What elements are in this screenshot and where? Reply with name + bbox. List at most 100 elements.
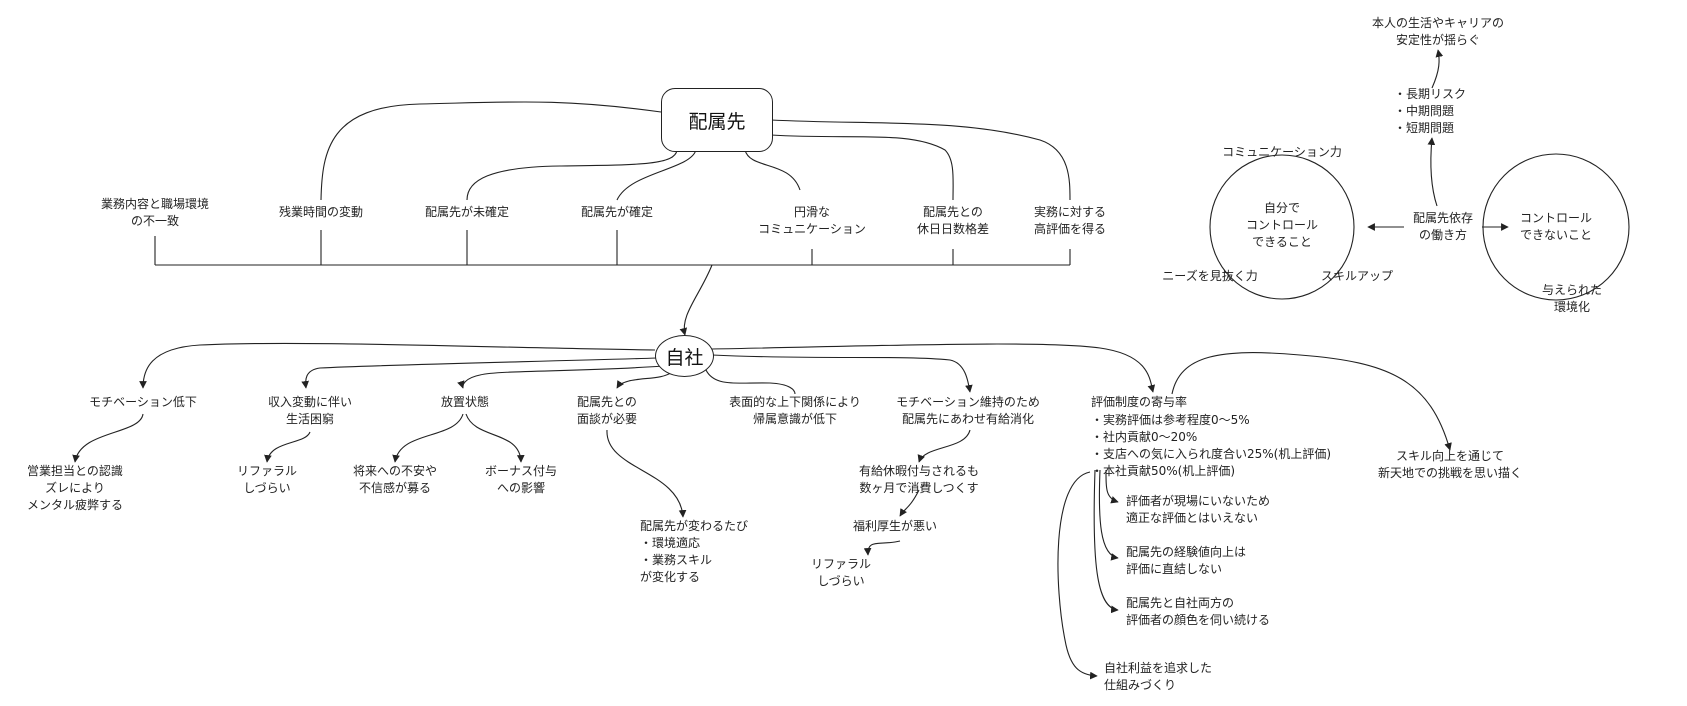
label-uncontrollable-line: コントロール [1519, 211, 1593, 225]
label-holiday-gap: 配属先との 休日日数格差 [917, 204, 989, 238]
label-neglect-line: 放置状態 [440, 395, 490, 409]
label-comm-power-line: コミュニケーション力 [1222, 145, 1342, 159]
label-decided: 配属先が確定 [581, 204, 653, 221]
node-jisha: 自社 [655, 335, 714, 377]
label-holiday-gap-line: 配属先との [923, 205, 983, 219]
label-communication-line: 円滑な [793, 205, 831, 219]
label-undecided-line: 配属先が未確定 [424, 205, 510, 219]
label-holiday-gap-line: 休日日数格差 [916, 222, 990, 236]
curve-eval-to-experience [1098, 469, 1119, 561]
label-bonus: ボーナス付与 への影響 [485, 463, 557, 497]
label-life-career-line: 本人の生活やキャリアの [1371, 16, 1505, 30]
label-sales-gap-line: ズレにより [45, 481, 105, 495]
label-referral-line: しづらい [817, 574, 865, 588]
risk-item: ・中期問題 [1394, 104, 1455, 118]
label-dependent-line: の働き方 [1418, 228, 1468, 242]
curve-neglect-to-anxiety [392, 413, 464, 463]
label-income-line: 収入変動に伴い [267, 395, 353, 409]
curve-eval-to-skill [1171, 352, 1452, 451]
label-bonus-line: への影響 [496, 481, 546, 495]
label-change: 配属先が変わるたび ・環境適応 ・業務スキル が変化する [640, 518, 748, 586]
label-interview-line: 配属先との [577, 395, 637, 409]
label-controllable: 自分で コントロール できること [1246, 200, 1318, 251]
label-life-career-line: 安定性が揺らぐ [1395, 33, 1481, 47]
eval-list-item: ・実務評価は参考程度0～5% [1091, 413, 1250, 427]
curve-to-decided [616, 149, 697, 201]
curve-to-holiday [770, 134, 954, 201]
label-controllable-line: コントロール [1245, 218, 1319, 232]
label-both-eval-line: 配属先と自社両方の [1126, 596, 1235, 610]
label-interview: 配属先との 面談が必要 [577, 394, 637, 428]
node-haizoku: 配属先 [661, 88, 773, 152]
curve-to-motivation [139, 342, 656, 389]
label-high-eval-line: 実務に対する [1033, 205, 1107, 219]
label-comm-power: コミュニケーション力 [1222, 144, 1342, 161]
risk-item: ・短期問題 [1394, 121, 1455, 135]
label-welfare: 福利厚生が悪い [853, 518, 937, 535]
label-hierarchy-line: 帰属意識が低下 [752, 412, 838, 426]
label-experience-line: 配属先の経験値向上は [1126, 545, 1247, 559]
curve-eval-to-profit [1057, 471, 1098, 680]
label-paid-leave-line: モチベーション維持のため [896, 395, 1040, 409]
curve-eval-to-both [1093, 469, 1119, 614]
curve-to-eval-ratio [711, 343, 1156, 393]
label-needs: ニーズを見抜く力 [1162, 268, 1257, 285]
label-decided-line: 配属先が確定 [580, 205, 654, 219]
curve-welfare-to-referral [863, 540, 901, 556]
label-experience-line: 評価に直結しない [1126, 562, 1223, 576]
label-mismatch: 業務内容と職場環境 の不一致 [101, 196, 209, 230]
label-sales-gap-line: 営業担当との認識 [27, 464, 123, 478]
label-high-eval-line: 高評価を得る [1033, 222, 1107, 236]
risk-item: ・長期リスク [1394, 87, 1467, 101]
label-undecided: 配属先が未確定 [425, 204, 509, 221]
label-mismatch-line: の不一致 [130, 214, 180, 228]
label-motivation-line: モチベーション低下 [89, 395, 197, 409]
label-paid-leave: モチベーション維持のため 配属先にあわせ有給消化 [896, 394, 1040, 428]
label-welfare-line: 福利厚生が悪い [852, 519, 938, 533]
label-uncontrollable: コントロール できないこと [1520, 210, 1592, 244]
label-hierarchy: 表面的な上下関係により 帰属意識が低下 [729, 394, 861, 428]
label-motivation-down: モチベーション低下 [89, 394, 197, 411]
label-both-eval: 配属先と自社両方の 評価者の顔色を伺い続ける [1126, 595, 1270, 629]
label-controllable-line: できること [1252, 235, 1312, 249]
label-skill-new-line: スキル向上を通じて [1395, 449, 1505, 463]
label-referral-line: しづらい [243, 481, 291, 495]
curve-to-overtime [320, 101, 662, 201]
label-communication-line: コミュニケーション [758, 222, 866, 236]
curve-leave-to-consumed [917, 429, 971, 463]
label-income: 収入変動に伴い 生活困窮 [268, 394, 352, 428]
label-overtime: 残業時間の変動 [279, 204, 363, 221]
arrow-dependent-to-risks [1427, 137, 1438, 207]
label-profit-line: 仕組みづくり [1104, 678, 1177, 692]
curve-to-communication [744, 149, 801, 191]
label-change-line: が変化する [640, 570, 701, 584]
curve-to-undecided [466, 149, 678, 201]
label-evaluator-absent-line: 評価者が現場にいないため [1126, 494, 1271, 508]
label-evaluator-absent-line: 適正な評価とはいえない [1126, 511, 1259, 525]
label-needs-line: ニーズを見抜く力 [1162, 269, 1258, 283]
label-both-eval-line: 評価者の顔色を伺い続ける [1126, 613, 1271, 627]
label-change-line: 配属先が変わるたび [640, 519, 749, 533]
label-eval-ratio-line: 評価制度の寄与率 [1091, 395, 1188, 409]
label-given-env-line: 環境化 [1553, 300, 1591, 314]
label-profit-line: 自社利益を追求した [1104, 661, 1213, 675]
label-skill-new-line: 新天地での挑戦を思い描く [1377, 466, 1523, 480]
curve-consumed-to-welfare [899, 489, 920, 517]
label-paid-leave-line: 配属先にあわせ有給消化 [901, 412, 1035, 426]
label-mismatch-line: 業務内容と職場環境 [100, 197, 210, 211]
label-income-line: 生活困窮 [285, 412, 335, 426]
label-evaluator-absent: 評価者が現場にいないため 適正な評価とはいえない [1126, 493, 1270, 527]
curve-to-income [301, 357, 659, 389]
label-consumed-line: 有給休暇付与されるも [858, 464, 980, 478]
controllable-circle [1209, 154, 1355, 300]
label-controllable-line: 自分で [1263, 201, 1301, 215]
label-eval-list: ・実務評価は参考程度0～5% ・社内貢献0～20% ・支店への気に入られ度合い2… [1091, 412, 1331, 480]
label-referral-2: リファラル しづらい [811, 556, 871, 590]
label-profit: 自社利益を追求した 仕組みづくり [1104, 660, 1212, 694]
arrow-risks-to-life [1431, 49, 1444, 89]
label-dependent: 配属先依存 の働き方 [1413, 210, 1473, 244]
eval-list-item: ・支店への気に入られ度合い25%(机上評価) [1091, 447, 1332, 461]
label-overtime-line: 残業時間の変動 [278, 205, 364, 219]
